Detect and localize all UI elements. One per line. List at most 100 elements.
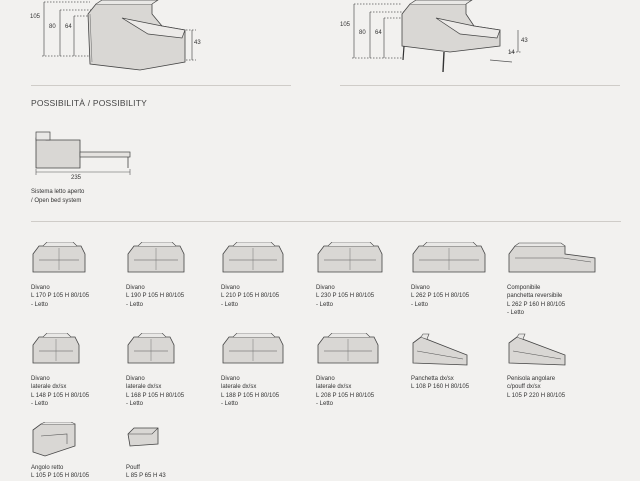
product-line: - Letto <box>316 301 334 308</box>
product-text: Divano L 230 P 105 H 80/105- Letto <box>316 284 408 309</box>
caption-line: / Open bed system <box>31 198 82 204</box>
product-line: laterale dx/sx <box>221 384 257 391</box>
product-line: Pouff <box>126 465 140 471</box>
product-sketch <box>222 333 284 364</box>
armchair-side-sketch <box>42 0 196 71</box>
product-line: Divano <box>411 285 430 291</box>
dim-leg-offset: 14 <box>508 50 515 56</box>
dim-height-seat-back: 64 <box>375 30 382 36</box>
product-line: L 170 P 105 H 80/105 <box>31 293 90 300</box>
product-sketch <box>127 427 159 447</box>
product-sketch <box>222 242 284 273</box>
product-line: L 262 P 105 H 80/105 <box>411 293 470 300</box>
product-line: laterale dx/sx <box>31 384 67 391</box>
product-line: L 210 P 105 H 80/105 <box>221 293 280 300</box>
sofa-side-dimension-drawing: 105 80 64 43 14 <box>340 0 540 85</box>
product-line: - Letto <box>316 401 334 408</box>
product-line: - Letto <box>221 401 239 408</box>
product-card: Pouff L 85 P 65 H 43 <box>126 422 218 481</box>
product-line: L 168 P 105 H 80/105 <box>126 392 185 399</box>
product-line: - Letto <box>126 401 144 408</box>
product-text: Pouff L 85 P 65 H 43 <box>126 464 218 481</box>
product-line: - Letto <box>31 301 49 308</box>
product-line: Penisola angolare <box>507 376 556 382</box>
divider-top-left <box>31 85 291 86</box>
bed-length-label: 235 <box>71 175 82 181</box>
product-line: Divano <box>126 285 145 291</box>
product-line: - Letto <box>221 301 239 308</box>
product-line: L 85 P 65 H 43 <box>126 473 166 480</box>
product-line: L 262 P 160 H 80/105 <box>507 301 566 308</box>
product-line: L 108 P 160 H 80/105 <box>411 384 470 391</box>
product-line: L 148 P 105 H 80/105 <box>31 392 90 399</box>
product-text: Divano L 210 P 105 H 80/105- Letto <box>221 284 313 309</box>
product-line: L 105 P 220 H 80/105 <box>507 392 566 399</box>
product-line: c/pouff dx/sx <box>507 384 541 391</box>
dim-height-seat-back: 64 <box>65 24 72 30</box>
product-card: Divano L 210 P 105 H 80/105- Letto <box>221 242 313 309</box>
dim-height-total: 105 <box>340 22 351 28</box>
product-sketch <box>317 242 383 273</box>
product-line: - Letto <box>507 310 525 317</box>
product-line: panchetta reversibile <box>507 293 563 300</box>
product-sketch <box>508 242 596 273</box>
product-line: L 230 P 105 H 80/105 <box>316 293 375 300</box>
armchair-side-dimension-drawing: 105 80 64 43 <box>30 0 210 80</box>
product-line: L 188 P 105 H 80/105 <box>221 392 280 399</box>
product-card: Panchetta dx/sx L 108 P 160 H 80/105 <box>411 333 503 392</box>
open-bed-caption: Sistema letto aperto / Open bed system <box>31 188 84 206</box>
product-line: Divano <box>126 376 145 382</box>
product-line: Divano <box>316 376 335 382</box>
product-sketch <box>127 242 185 273</box>
product-sketch <box>508 333 566 366</box>
sofa-side-sketch <box>352 0 522 73</box>
section-title-possibility: POSSIBILITÀ / POSSIBILITY <box>31 98 148 108</box>
open-bed-drawing <box>30 128 140 178</box>
product-line: Divano <box>316 285 335 291</box>
open-bed-sketch <box>35 131 131 175</box>
product-sketch <box>127 333 175 364</box>
product-sketch <box>412 242 486 273</box>
product-line: Divano <box>31 376 50 382</box>
dim-height-back: 80 <box>49 24 56 30</box>
product-line: Divano <box>221 285 240 291</box>
divider-top-right <box>340 85 620 86</box>
product-sketch <box>32 242 86 273</box>
product-line: - Letto <box>31 401 49 408</box>
product-line: L 208 P 105 H 80/105 <box>316 392 375 399</box>
product-sketch <box>317 333 379 364</box>
dim-height-back: 80 <box>359 30 366 36</box>
dim-seat-height: 43 <box>521 38 528 44</box>
product-line: Angolo retto <box>31 465 64 471</box>
product-line: Panchetta dx/sx <box>411 376 454 382</box>
product-sketch <box>412 333 468 366</box>
product-sketch <box>32 422 76 457</box>
dim-height-total: 105 <box>30 14 41 20</box>
product-line: laterale dx/sx <box>126 384 162 391</box>
product-line: Componibile <box>507 285 541 291</box>
product-text: Panchetta dx/sx L 108 P 160 H 80/105 <box>411 375 503 392</box>
product-line: Divano <box>221 376 240 382</box>
product-card: Divano L 230 P 105 H 80/105- Letto <box>316 242 408 309</box>
product-line: L 190 P 105 H 80/105 <box>126 293 185 300</box>
